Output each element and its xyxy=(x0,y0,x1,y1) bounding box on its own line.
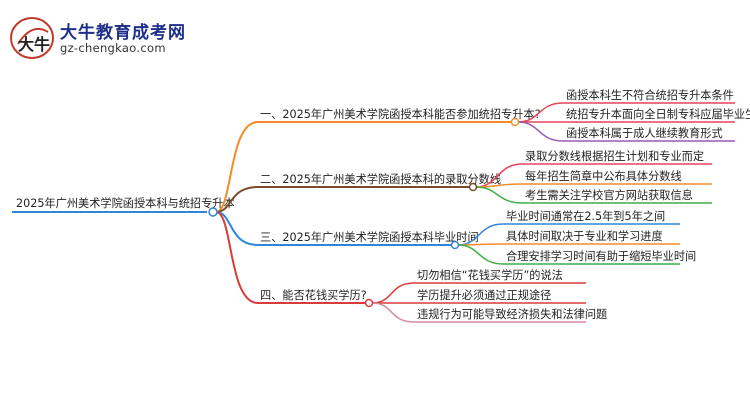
branch-3-child-3-label: 合理安排学习时间有助于缩短毕业时间 xyxy=(506,249,696,263)
branch-4-child-1-label: 切勿相信“花钱买学历”的说法 xyxy=(417,268,563,282)
branch-4-child-1-connector xyxy=(371,282,415,304)
branch-1-child-3-label: 函授本科属于成人继续教育形式 xyxy=(566,126,723,140)
logo-title: 大牛教育成考网 xyxy=(60,23,186,43)
branch-1-connector xyxy=(215,121,259,213)
root-node-label: 2025年广州美术学院函授本科与统招专升本 xyxy=(16,196,235,210)
branch-3-child-3-connector xyxy=(457,244,504,265)
branch-1-child-1-label: 函授本科生不符合统招专升本条件 xyxy=(566,88,734,102)
logo-mark-icon: 大牛 xyxy=(10,17,54,59)
root-hub xyxy=(208,207,218,217)
branch-2-connector xyxy=(215,186,259,213)
branch-3-child-2-label: 具体时间取决于专业和学习进度 xyxy=(506,229,663,243)
branch-2-child-1-label: 录取分数线根据招生计划和专业而定 xyxy=(525,149,704,163)
site-logo[interactable]: 大牛 大牛教育成考网 gz-chengkao.com xyxy=(8,14,218,64)
branch-2-child-3-label: 考生需关注学校官方网站获取信息 xyxy=(525,188,693,202)
branch-4-hub xyxy=(364,298,374,308)
branch-4-child-3-connector xyxy=(371,302,415,323)
branch-1-hub xyxy=(510,117,520,127)
branch-2-child-3-connector xyxy=(475,186,523,204)
branch-2-label: 二、2025年广州美术学院函授本科的录取分数线 xyxy=(260,172,501,186)
branch-2-child-2-label: 每年招生简章中公布具体分数线 xyxy=(525,169,682,183)
branch-4-child-2-label: 学历提升必须通过正规途径 xyxy=(417,288,551,302)
branch-4-label: 四、能否花钱买学历? xyxy=(260,288,367,302)
branch-1-child-3-connector xyxy=(517,121,564,142)
branch-1-child-2-label: 统招专升本面向全日制专科应届毕业生 xyxy=(566,107,750,121)
branch-3-hub xyxy=(450,240,460,250)
branch-3-label: 三、2025年广州美术学院函授本科毕业时间 xyxy=(260,230,479,244)
branch-1-label: 一、2025年广州美术学院函授本科能否参加统招专升本? xyxy=(260,107,541,121)
logo-url: gz-chengkao.com xyxy=(60,41,166,55)
branch-4-child-3-label: 违规行为可能导致经济损失和法律问题 xyxy=(417,307,607,321)
branch-3-child-1-label: 毕业时间通常在2.5年到5年之间 xyxy=(506,209,665,223)
branch-2-hub xyxy=(468,182,478,192)
branch-4-connector xyxy=(215,211,259,304)
logo-mark-text: 大牛 xyxy=(18,35,50,54)
